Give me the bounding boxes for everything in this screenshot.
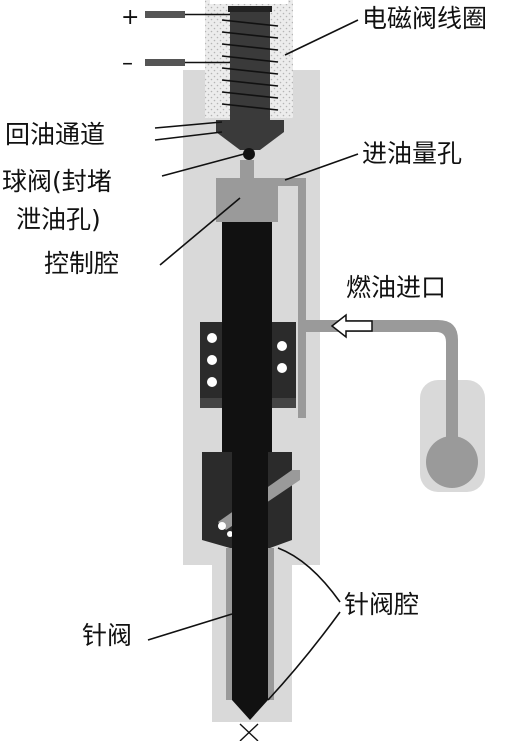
spring-coil-icon: [207, 333, 287, 387]
label-solenoid-coil: 电磁阀线圈: [362, 4, 487, 33]
label-needle-chamber: 针阀腔: [344, 590, 419, 619]
label-inlet-orifice: 进油量孔: [362, 139, 462, 168]
positive-sign: +: [121, 5, 139, 30]
fuel-reservoir: [426, 436, 478, 488]
control-chamber-area: [216, 178, 278, 222]
control-piston: [222, 222, 272, 452]
label-return-passage: 回油通道: [5, 120, 105, 149]
solenoid-core: [230, 8, 270, 120]
negative-terminal: [145, 59, 185, 66]
fuel-inlet-pipe: [306, 320, 458, 440]
nozzle-spray-icon: [239, 723, 259, 741]
coil-winding-icon: [221, 19, 279, 111]
positive-terminal: [145, 11, 185, 18]
label-control-chamber: 控制腔: [44, 249, 119, 278]
leader-lines: [147, 19, 359, 701]
label-needle-valve: 针阀: [82, 621, 132, 650]
armature-cone: [216, 120, 284, 150]
label-ball-valve-2: 泄油孔): [16, 205, 101, 234]
needle-valve: [232, 440, 268, 720]
label-ball-valve-1: 球阀(封堵: [2, 167, 112, 196]
label-fuel-inlet: 燃油进口: [346, 273, 446, 302]
inlet-passage: [276, 178, 306, 186]
ball-valve: [243, 148, 255, 160]
negative-sign: –: [122, 51, 133, 76]
flow-arrow-icon: [330, 313, 373, 339]
